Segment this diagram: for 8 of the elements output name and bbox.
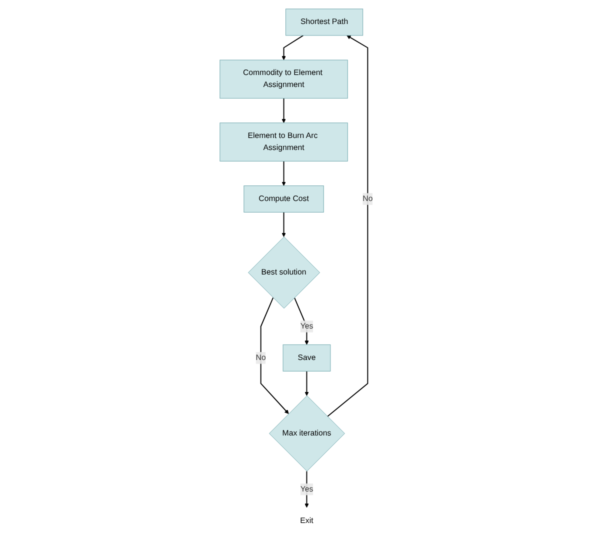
arrow xyxy=(282,160,286,186)
arrow xyxy=(282,212,286,238)
arrow xyxy=(282,98,286,124)
arrow xyxy=(304,370,310,396)
arrow xyxy=(294,297,310,345)
arrow xyxy=(260,297,290,414)
arrow xyxy=(327,35,368,417)
arrow xyxy=(282,34,304,60)
